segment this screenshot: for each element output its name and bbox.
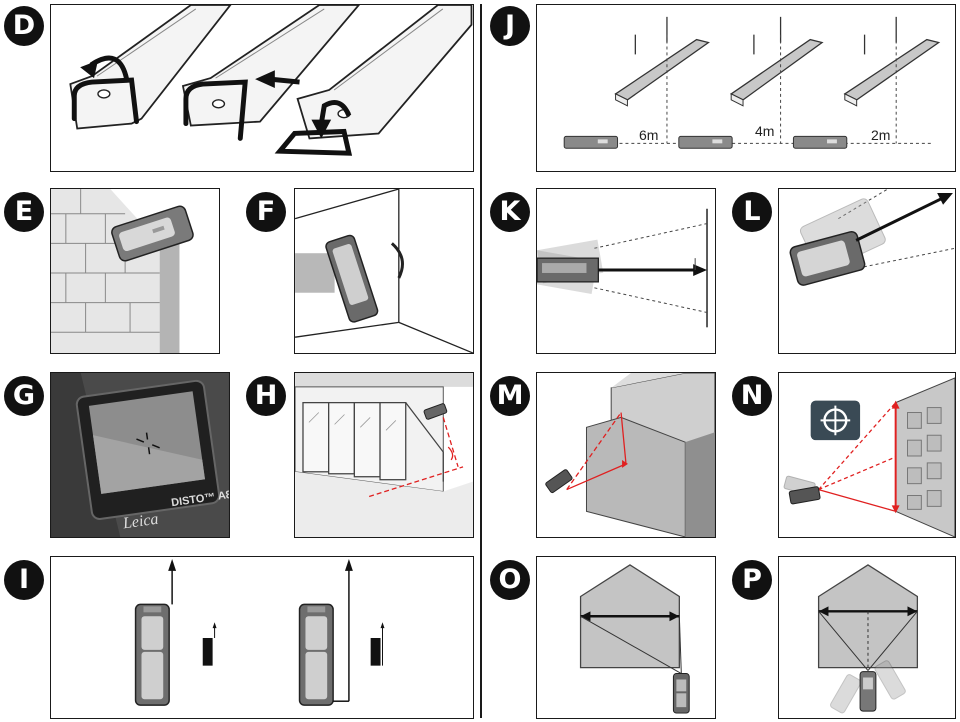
crosshair-target-icon xyxy=(810,400,861,441)
panel-i xyxy=(50,556,474,719)
panel-j-illustration xyxy=(563,16,941,149)
label-j: J xyxy=(490,6,530,46)
panel-n-illustration xyxy=(783,377,955,537)
panel-e-illustration xyxy=(51,189,194,353)
panel-p-illustration xyxy=(817,564,919,714)
rotate-arrow-head xyxy=(80,60,98,79)
panel-e xyxy=(50,188,220,354)
panel-m xyxy=(536,372,716,538)
label-m: M xyxy=(490,376,530,416)
label-f: F xyxy=(246,192,286,232)
panel-g: DISTO™ A8 Leica xyxy=(50,372,230,538)
panel-i-illustration xyxy=(134,558,385,706)
panel-m-illustration xyxy=(545,373,715,537)
label-k: K xyxy=(490,192,530,232)
label-p: P xyxy=(732,560,772,600)
panel-l xyxy=(778,188,956,354)
crosshair-display-icon xyxy=(136,432,160,455)
label-e: E xyxy=(4,192,44,232)
label-h: H xyxy=(246,376,286,416)
label-l: L xyxy=(732,192,772,232)
panel-o-illustration xyxy=(579,564,690,714)
panel-k xyxy=(536,188,716,354)
panel-g-illustration xyxy=(51,373,229,537)
panel-l-illustration xyxy=(789,189,955,286)
panel-h-illustration xyxy=(295,373,473,537)
label-g: G xyxy=(4,376,44,416)
label-d: D xyxy=(4,6,44,46)
panel-k-illustration xyxy=(537,208,708,328)
label-n: N xyxy=(732,376,772,416)
distance-label-1: 6m xyxy=(639,127,659,143)
panel-h xyxy=(294,372,474,538)
panel-d xyxy=(50,4,474,172)
distance-label-3: 2m xyxy=(871,127,891,143)
panel-f-illustration xyxy=(295,189,473,353)
label-o: O xyxy=(490,560,530,600)
panel-j: 6m 4m 2m xyxy=(536,4,956,172)
panel-n xyxy=(778,372,956,538)
panel-f xyxy=(294,188,474,354)
center-divider xyxy=(480,4,482,718)
panel-o xyxy=(536,556,716,719)
panel-d-illustration xyxy=(69,5,473,156)
label-i: I xyxy=(4,560,44,600)
panel-p xyxy=(778,556,956,719)
distance-label-2: 4m xyxy=(755,123,775,139)
